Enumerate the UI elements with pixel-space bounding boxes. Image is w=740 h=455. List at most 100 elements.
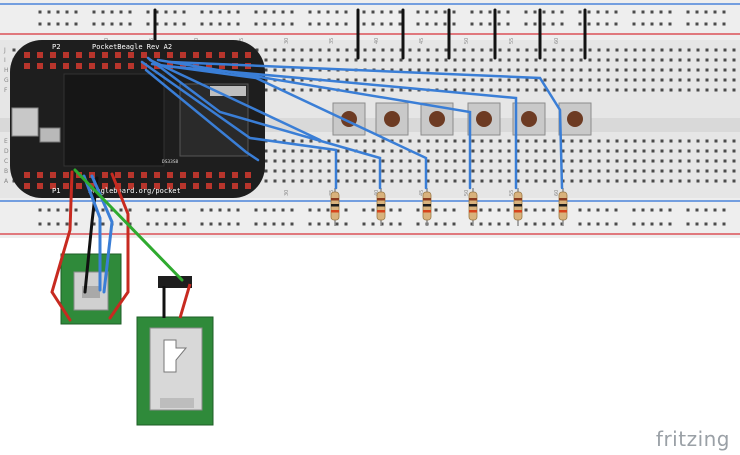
header-pin (102, 63, 108, 69)
breadboard-hole (525, 48, 529, 52)
breadboard-hole (588, 139, 592, 143)
micro-usb-connector (11, 107, 39, 137)
rail-hole (470, 22, 474, 26)
rail-hole (542, 208, 546, 212)
rail-hole (524, 208, 528, 212)
breadboard-hole (732, 68, 736, 72)
rail-hole (290, 222, 294, 226)
breadboard-hole (642, 169, 646, 173)
breadboard-hole (723, 58, 727, 62)
breadboard-hole (354, 48, 358, 52)
rail-hole (389, 22, 393, 26)
rail-hole (65, 208, 69, 212)
header-pin (141, 172, 147, 178)
breadboard-hole (264, 48, 268, 52)
rail-hole (146, 222, 150, 226)
push-button-cap (521, 111, 537, 127)
rail-hole (416, 10, 420, 14)
rail-hole (524, 222, 528, 226)
header-pin (154, 52, 160, 58)
breadboard-hole (507, 88, 511, 92)
breadboard-hole (534, 159, 538, 163)
breadboard-hole (300, 169, 304, 173)
breadboard-hole (579, 149, 583, 153)
rail-hole (488, 208, 492, 212)
breadboard-hole (372, 78, 376, 82)
usb-wires (50, 168, 192, 322)
breadboard-hole (381, 58, 385, 62)
breadboard-hole (381, 139, 385, 143)
rail-hole (308, 10, 312, 14)
breadboard-hole (453, 149, 457, 153)
breadboard-hole (471, 68, 475, 72)
breadboard-hole (705, 159, 709, 163)
row-letter: A (4, 178, 9, 185)
rail-hole (533, 222, 537, 226)
rail-hole (479, 222, 483, 226)
rail-hole (371, 222, 375, 226)
breadboard-hole (543, 88, 547, 92)
breadboard-hole (516, 58, 520, 62)
header-pin (63, 172, 69, 178)
column-number-top: 60 (554, 38, 560, 44)
breadboard-hole (705, 88, 709, 92)
breadboard-hole (579, 139, 583, 143)
breadboard-hole (318, 58, 322, 62)
breadboard-hole (345, 58, 349, 62)
breadboard-hole (489, 48, 493, 52)
breadboard-hole (642, 78, 646, 82)
rail-hole (713, 22, 717, 26)
breadboard-hole (642, 179, 646, 183)
breadboard-hole (498, 149, 502, 153)
breadboard-hole (723, 169, 727, 173)
header-pin (24, 52, 30, 58)
breadboard-hole (354, 179, 358, 183)
resistor-band (331, 204, 339, 207)
breadboard-hole (534, 68, 538, 72)
breadboard-hole (570, 88, 574, 92)
breadboard-hole (588, 48, 592, 52)
header-pin (50, 183, 56, 189)
rail-hole (110, 10, 114, 14)
breadboard-hole (309, 179, 313, 183)
rail-hole (560, 222, 564, 226)
row-letter: E (4, 138, 8, 145)
rail-hole (686, 10, 690, 14)
rail-hole (155, 22, 159, 26)
breadboard-hole (327, 88, 331, 92)
breadboard-hole (705, 179, 709, 183)
breadboard-hole (273, 58, 277, 62)
rail-hole (614, 208, 618, 212)
header-pin (50, 172, 56, 178)
header-pin (206, 183, 212, 189)
column-number-bottom: 50 (464, 190, 470, 196)
rail-hole (92, 222, 96, 226)
breadboard-hole (345, 48, 349, 52)
breadboard-hole (687, 159, 691, 163)
rail-hole (326, 22, 330, 26)
breadboard-hole (507, 48, 511, 52)
rail-hole (182, 10, 186, 14)
rail-hole (488, 22, 492, 26)
breadboard-hole (588, 159, 592, 163)
breadboard-hole (264, 159, 268, 163)
breadboard-hole (390, 58, 394, 62)
header-pin (24, 183, 30, 189)
breadboard-hole (651, 139, 655, 143)
rail-hole (416, 22, 420, 26)
rail-hole (479, 208, 483, 212)
breadboard-hole (543, 48, 547, 52)
breadboard-hole (399, 139, 403, 143)
breadboard-hole (642, 68, 646, 72)
breadboard-hole (525, 139, 529, 143)
breadboard-hole (714, 159, 718, 163)
breadboard-hole (651, 48, 655, 52)
breadboard-hole (372, 88, 376, 92)
resistor-band (469, 204, 477, 207)
column-number-bottom: 60 (554, 190, 560, 196)
breadboard-hole (669, 139, 673, 143)
rail-hole (668, 208, 672, 212)
breadboard-hole (516, 78, 520, 82)
header-pin (154, 183, 160, 189)
breadboard-hole (552, 48, 556, 52)
